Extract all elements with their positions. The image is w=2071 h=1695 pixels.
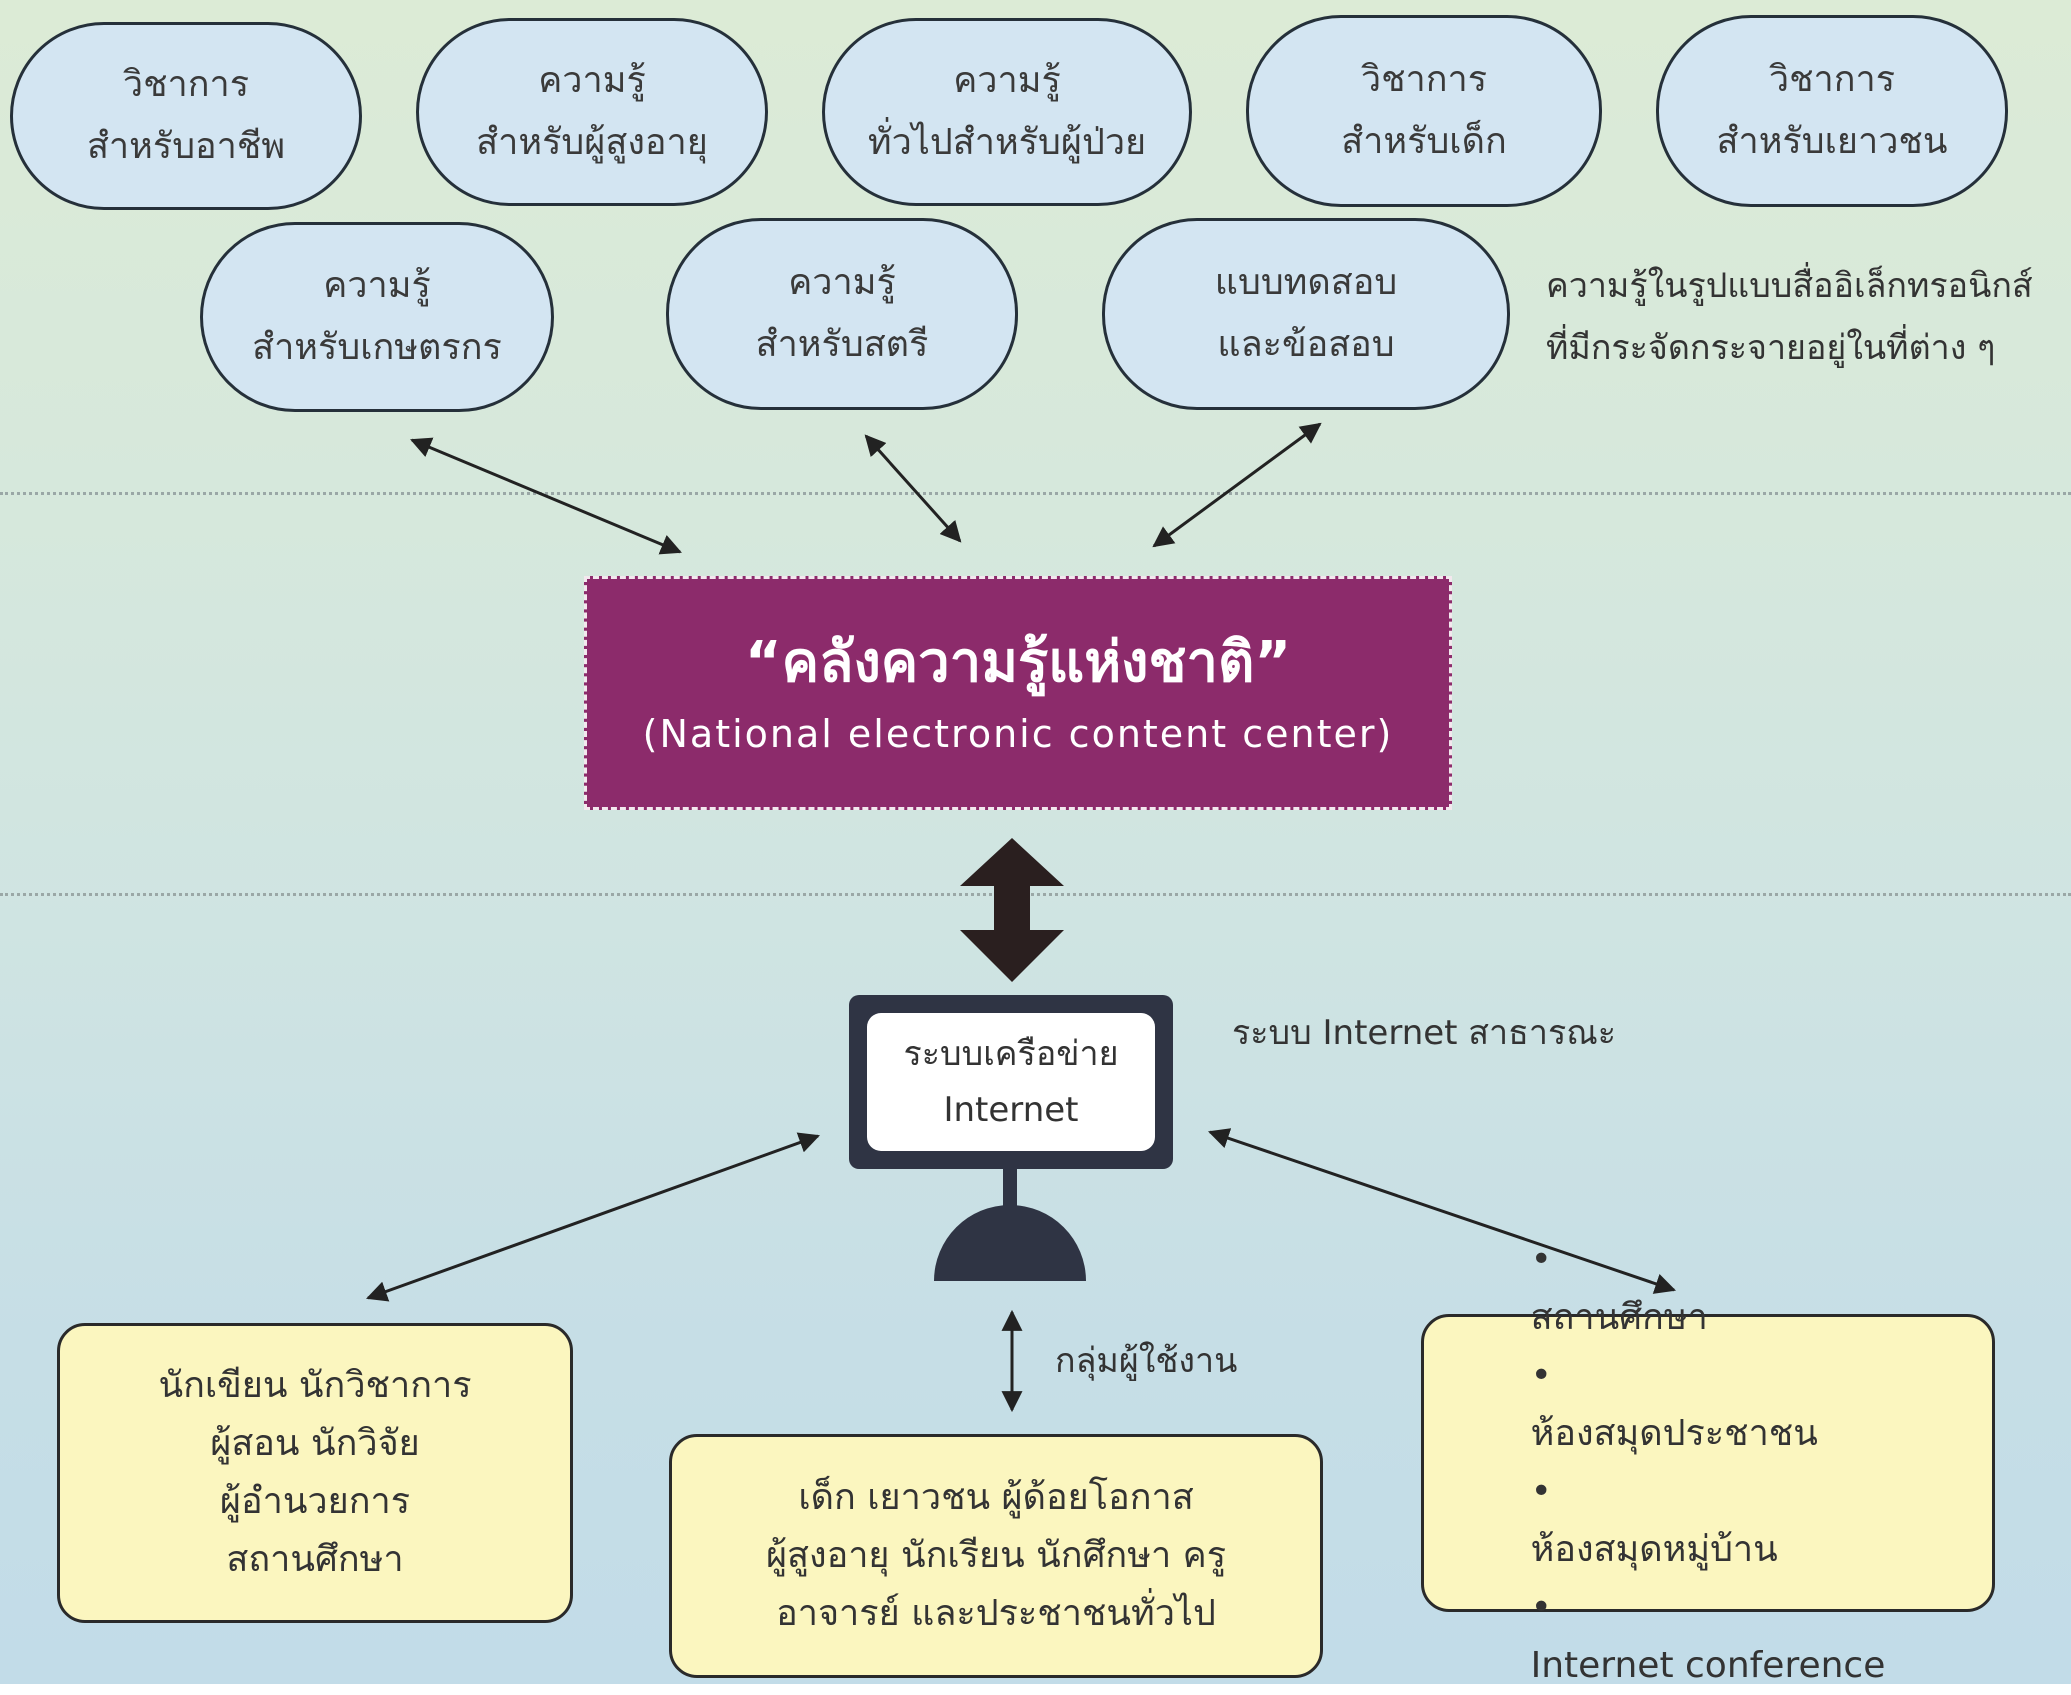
box-general-users: เด็ก เยาวชน ผู้ด้อยโอกาส ผู้สูงอายุ นักเ… — [669, 1434, 1323, 1678]
arrow-farmers-center — [410, 437, 682, 555]
national-content-center-box: “คลังความรู้แห่งชาติ” (National electron… — [584, 576, 1452, 810]
box-line: ผู้สอน นักวิจัย — [210, 1423, 420, 1464]
node-line2: สำหรับผู้สูงอายุ — [476, 122, 708, 163]
arrow-network-right-box — [1208, 1128, 1676, 1294]
node-knowledge-farmers: ความรู้ สำหรับเกษตรกร — [200, 222, 554, 412]
bullet-icon: • — [1530, 1355, 1552, 1396]
arrow-network-left-box — [366, 1132, 820, 1302]
node-academic-career: วิชาการ สำหรับอาชีพ — [10, 22, 362, 210]
divider-top — [0, 492, 2071, 495]
list-item: • Internet conference — [1531, 1579, 1886, 1695]
divider-bottom — [0, 893, 2071, 896]
users-label: กลุ่มผู้ใช้งาน — [1055, 1341, 1238, 1381]
thick-double-arrow — [960, 838, 1064, 982]
network-line2: Internet — [943, 1090, 1079, 1130]
arrow-tests-center — [1152, 422, 1322, 548]
node-line1: วิชาการ — [1360, 59, 1488, 100]
node-line1: วิชาการ — [1768, 59, 1896, 100]
top-note: ความรู้ในรูปแบบสื่ออิเล็กทรอนิกส์ ที่มีก… — [1546, 255, 2033, 379]
bullet-icon: • — [1530, 1471, 1552, 1512]
node-line2: สำหรับสตรี — [755, 324, 929, 365]
box-line: ผู้อำนวยการ — [219, 1481, 411, 1522]
node-knowledge-women: ความรู้ สำหรับสตรี — [666, 218, 1018, 410]
node-line2: สำหรับเยาวชน — [1716, 121, 1948, 162]
node-tests-exams: แบบทดสอบ และข้อสอบ — [1102, 218, 1510, 410]
box-authors-academics: นักเขียน นักวิชาการ ผู้สอน นักวิจัย ผู้อ… — [57, 1323, 573, 1623]
box-line: อาจารย์ และประชาชนทั่วไป — [776, 1593, 1216, 1634]
arrow-women-center — [864, 434, 962, 543]
list-item: • ห้องสมุดหมู่บ้าน — [1531, 1463, 1886, 1579]
top-note-line1: ความรู้ในรูปแบบสื่ออิเล็กทรอนิกส์ — [1546, 266, 2033, 306]
node-line1: ความรู้ — [538, 60, 646, 101]
node-line2: สำหรับเด็ก — [1341, 121, 1507, 162]
list-item-label: ห้องสมุดประชาชน — [1530, 1413, 1818, 1454]
list-item-label: ห้องสมุดหมู่บ้าน — [1530, 1529, 1778, 1570]
list-item-label: Internet conference — [1530, 1645, 1886, 1686]
network-note: ระบบ Internet สาธารณะ — [1232, 1013, 1617, 1053]
box-line: สถานศึกษา — [226, 1539, 404, 1580]
bullet-icon: • — [1530, 1587, 1552, 1628]
node-line2: สำหรับอาชีพ — [86, 126, 286, 167]
node-line2: สำหรับเกษตรกร — [252, 327, 502, 368]
node-line1: วิชาการ — [122, 64, 250, 105]
list-item: • ห้องสมุดประชาชน — [1531, 1347, 1886, 1463]
top-note-line2: ที่มีกระจัดกระจายอยู่ในที่ต่าง ๆ — [1546, 328, 1996, 368]
node-line1: ความรู้ — [323, 265, 431, 306]
monitor-screen: ระบบเครือข่าย Internet — [867, 1013, 1155, 1151]
node-academic-children: วิชาการ สำหรับเด็ก — [1246, 15, 1602, 207]
box-line: นักเขียน นักวิชาการ — [158, 1365, 472, 1406]
node-line2: และข้อสอบ — [1217, 324, 1395, 365]
institution-list: • สถานศึกษา • ห้องสมุดประชาชน • ห้องสมุดหมู… — [1531, 1231, 1886, 1695]
list-item-label: สถานศึกษา — [1530, 1297, 1708, 1338]
box-institutions: • สถานศึกษา • ห้องสมุดประชาชน • ห้องสมุดหมู… — [1421, 1239, 1995, 1686]
center-title: “คลังความรู้แห่งชาติ” — [744, 630, 1292, 695]
node-knowledge-patients: ความรู้ ทั่วไปสำหรับผู้ป่วย — [822, 18, 1192, 206]
monitor-icon: ระบบเครือข่าย Internet — [849, 995, 1173, 1169]
node-line2: ทั่วไปสำหรับผู้ป่วย — [867, 122, 1147, 163]
box-line: เด็ก เยาวชน ผู้ด้อยโอกาส — [798, 1477, 1194, 1518]
node-line1: ความรู้ — [953, 60, 1061, 101]
node-line1: แบบทดสอบ — [1214, 262, 1398, 303]
box-line: ผู้สูงอายุ นักเรียน นักศึกษา ครู — [765, 1535, 1227, 1576]
network-line1: ระบบเครือข่าย — [903, 1034, 1119, 1074]
center-subtitle: (National electronic content center) — [642, 712, 1394, 756]
node-academic-youth: วิชาการ สำหรับเยาวชน — [1656, 15, 2008, 207]
node-line1: ความรู้ — [788, 262, 896, 303]
node-knowledge-elderly: ความรู้ สำหรับผู้สูงอายุ — [416, 18, 768, 206]
